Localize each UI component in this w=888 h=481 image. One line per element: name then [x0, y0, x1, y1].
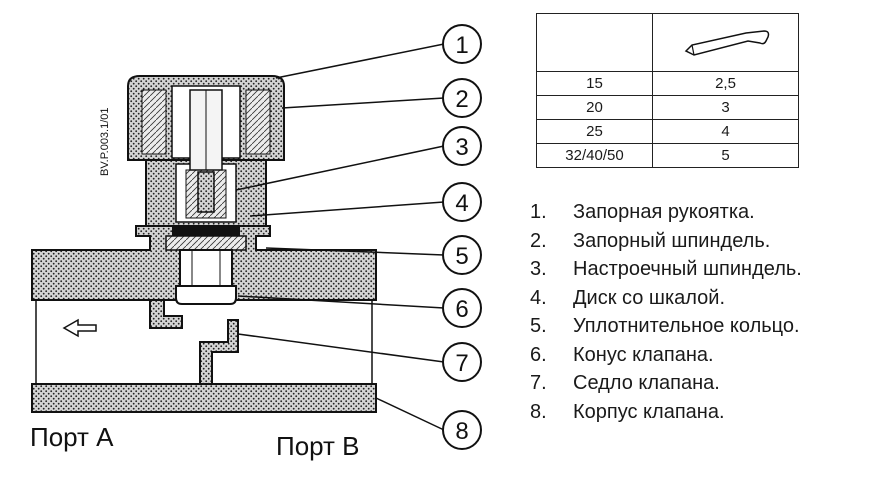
list-item: 4. Диск со шкалой. — [530, 284, 802, 313]
part-number: 8. — [530, 400, 547, 423]
list-item: 2. Запорный шпиндель. — [530, 227, 802, 256]
drawing-code: BV.P.003.1/01 — [99, 107, 111, 176]
table-row: 25 4 — [536, 119, 799, 144]
table-header-row — [536, 13, 799, 72]
key-size-table: 15 2,5 20 3 25 4 32/40/50 5 — [536, 13, 799, 168]
callout-6: 6 — [442, 288, 482, 328]
callout-number: 3 — [455, 134, 468, 161]
flow-direction-arrow-icon — [62, 318, 97, 338]
key-cell: 3 — [652, 95, 799, 120]
part-name: Конус клапана. — [573, 343, 714, 366]
part-number: 2. — [530, 229, 547, 252]
part-name: Диск со шкалой. — [573, 286, 726, 309]
part-number: 6. — [530, 343, 547, 366]
callout-number: 2 — [455, 86, 468, 113]
part-name: Седло клапана. — [573, 372, 720, 394]
port-a-label: Порт A — [30, 422, 114, 452]
callout-number: 1 — [455, 32, 468, 59]
list-item: 8. Корпус клапана. — [530, 398, 802, 427]
callout-number: 7 — [455, 350, 468, 377]
callout-1: 1 — [442, 24, 482, 64]
callout-2: 2 — [442, 78, 482, 118]
key-cell: 4 — [652, 119, 799, 144]
table-row: 20 3 — [536, 95, 799, 120]
part-number: 7. — [530, 372, 547, 394]
part-name: Уплотнительное кольцо. — [573, 315, 800, 337]
table-row: 32/40/50 5 — [536, 143, 799, 168]
table-row: 15 2,5 — [536, 71, 799, 96]
key-cell: 5 — [652, 143, 799, 168]
part-name: Настроечный шпиндель. — [573, 258, 802, 280]
callout-number: 4 — [455, 190, 468, 217]
callout-7: 7 — [442, 342, 482, 382]
port-b-label: Порт B — [276, 431, 360, 461]
hex-key-icon — [684, 29, 769, 56]
callout-number: 6 — [455, 296, 468, 323]
callout-4: 4 — [442, 182, 482, 222]
leader-lines — [235, 43, 445, 431]
part-number: 3. — [530, 258, 547, 280]
valve-cone — [175, 249, 237, 305]
list-item: 5. Уплотнительное кольцо. — [530, 312, 802, 341]
callout-5: 5 — [442, 235, 482, 275]
table-header-empty-cell — [536, 13, 653, 72]
list-item: 7. Седло клапана. — [530, 369, 802, 398]
part-name: Запорная рукоятка. — [573, 201, 755, 223]
list-item: 3. Настроечный шпиндель. — [530, 255, 802, 284]
size-cell: 20 — [536, 95, 653, 120]
callout-number: 8 — [455, 418, 468, 445]
callout-number: 5 — [455, 243, 468, 270]
part-name: Корпус клапана. — [573, 400, 725, 423]
callout-8: 8 — [442, 410, 482, 450]
part-name: Запорный шпиндель. — [573, 229, 771, 252]
list-item: 1. Запорная рукоятка. — [530, 198, 802, 227]
part-number: 5. — [530, 315, 547, 337]
callout-3: 3 — [442, 126, 482, 166]
part-number: 4. — [530, 286, 547, 309]
size-cell: 25 — [536, 119, 653, 144]
key-cell: 2,5 — [652, 71, 799, 96]
scale-disc — [165, 226, 247, 251]
spindles — [189, 89, 223, 213]
list-item: 6. Конус клапана. — [530, 341, 802, 370]
part-number: 1. — [530, 201, 547, 223]
size-cell: 32/40/50 — [536, 143, 653, 168]
table-header-icon-cell — [652, 13, 799, 72]
size-cell: 15 — [536, 71, 653, 96]
parts-list: 1. Запорная рукоятка. 2. Запорный шпиндель… — [530, 198, 802, 426]
